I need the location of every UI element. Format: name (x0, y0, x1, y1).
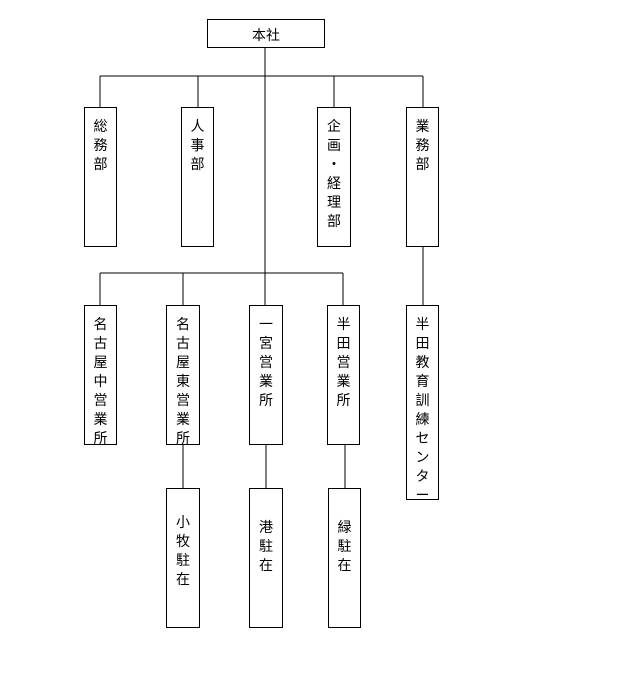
branch-label: 小牧駐在 (176, 515, 190, 588)
branch-box: 港駐在 (249, 488, 283, 628)
branch-label: 港駐在 (259, 520, 273, 574)
department-label: 業務部 (415, 119, 430, 173)
department-label: 人事部 (190, 119, 205, 173)
head-office-label: 本社 (252, 28, 280, 44)
office-label: 一宮営業所 (259, 317, 273, 409)
branch-box: 緑駐在 (328, 488, 361, 628)
office-box: 名古屋東営業所 (166, 305, 200, 447)
branch-label: 緑駐在 (337, 520, 352, 574)
office-box: 半田営業所 (327, 305, 360, 445)
head-office-box: 本社 (207, 19, 325, 48)
office-box: 一宮営業所 (249, 305, 283, 445)
training-center-box: 半田教育訓練センター (406, 305, 439, 504)
department-box: 企画・経理部 (317, 107, 351, 247)
office-box: 名古屋中営業所 (84, 305, 117, 447)
department-box: 人事部 (181, 107, 214, 247)
office-label: 名古屋東営業所 (176, 317, 190, 447)
department-label: 企画・経理部 (327, 119, 341, 230)
office-label: 名古屋中営業所 (93, 317, 108, 447)
department-box: 業務部 (406, 107, 439, 247)
department-box: 総務部 (84, 107, 117, 247)
department-label: 総務部 (93, 119, 108, 173)
branch-box: 小牧駐在 (166, 488, 200, 628)
training-center-label: 半田教育訓練センター (415, 317, 430, 504)
office-label: 半田営業所 (336, 317, 351, 409)
